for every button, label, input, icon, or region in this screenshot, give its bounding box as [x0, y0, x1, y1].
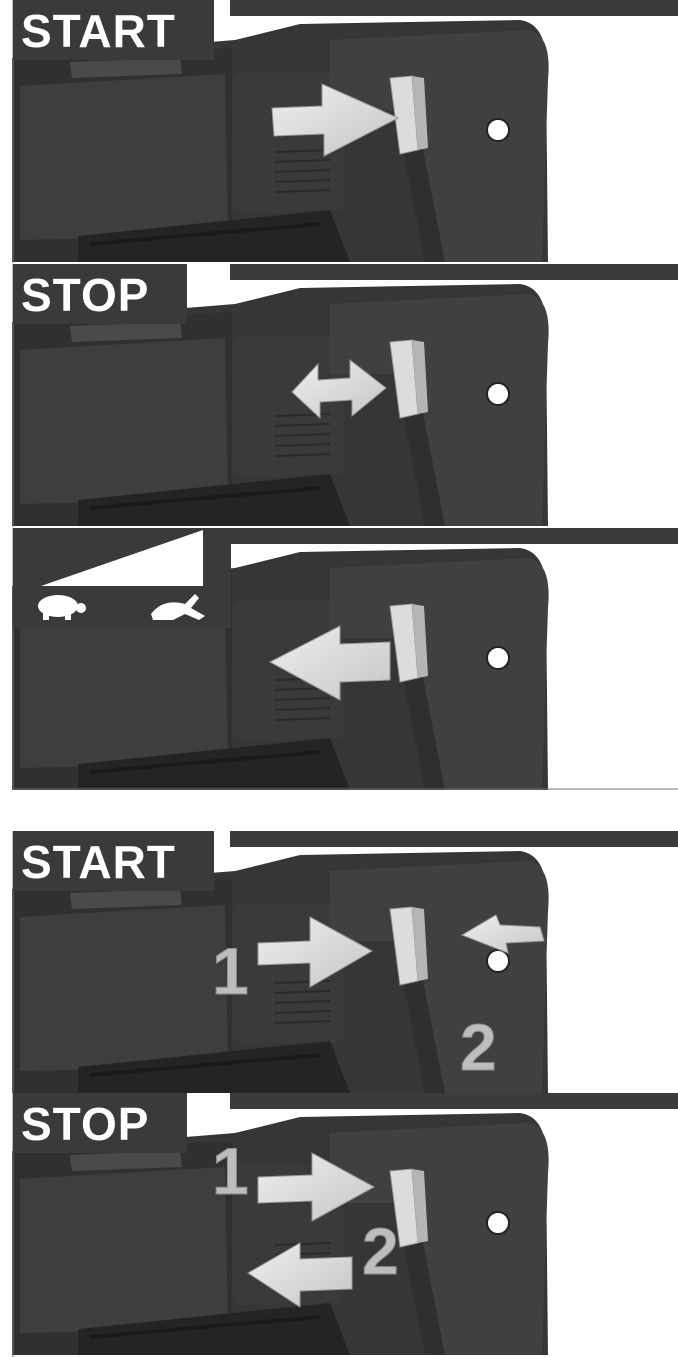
panel-stop-1: STOP: [0, 264, 678, 527]
speed-indicator: [13, 528, 231, 628]
panel-speed-control: [0, 528, 678, 790]
step-number: 2: [362, 1213, 399, 1289]
panel-label: STOP: [13, 264, 187, 324]
panel-start-1: START: [0, 0, 678, 263]
step-number: 2: [460, 1009, 497, 1085]
step-number: 1: [212, 933, 249, 1009]
panel-start-2: START 1 2: [0, 831, 678, 1095]
panel-stop-2: STOP 1 2: [0, 1093, 678, 1357]
panel-label: START: [13, 831, 214, 891]
panel-label: START: [13, 0, 214, 60]
hare-icon: [151, 594, 205, 620]
tortoise-icon: [38, 595, 86, 620]
panel-label: STOP: [13, 1093, 187, 1153]
step-number: 1: [212, 1133, 249, 1209]
speed-ramp-icon: [41, 530, 203, 586]
